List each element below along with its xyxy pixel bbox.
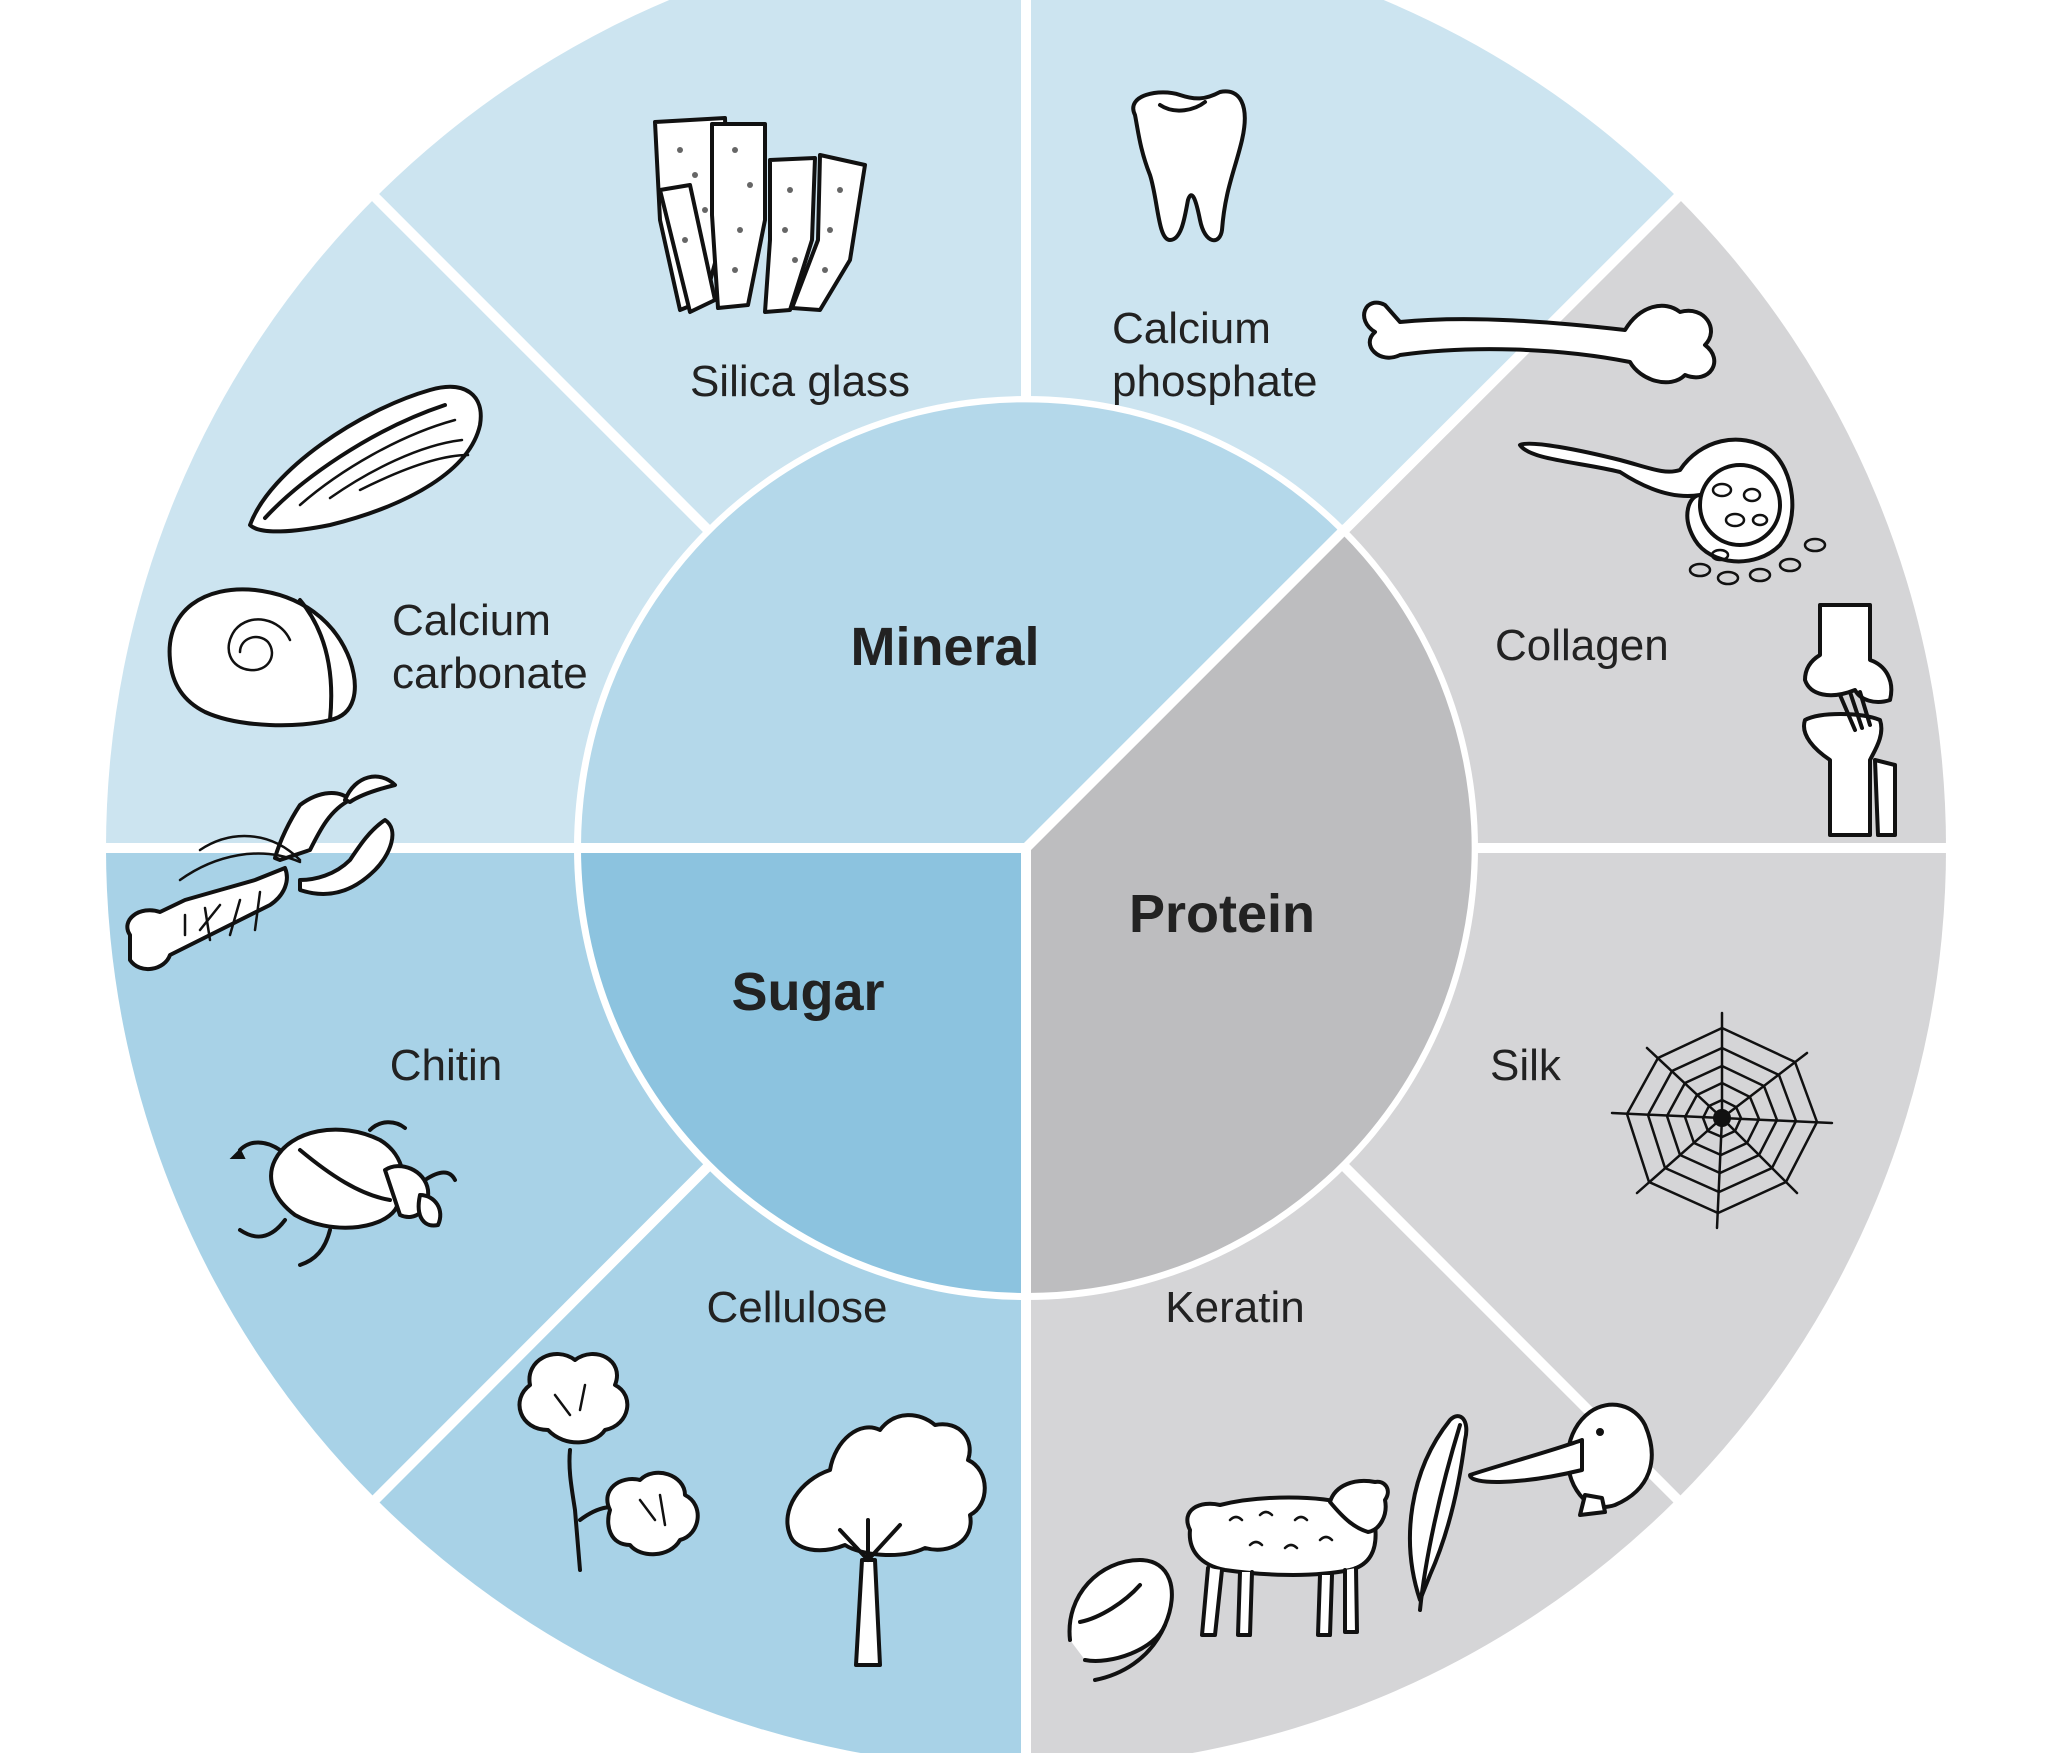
tendon-icon [1518, 437, 1827, 586]
feather-icon [1408, 1414, 1469, 1612]
label-calcium-phosphate-line1: Calcium [1112, 304, 1271, 353]
sponge-icon [653, 116, 867, 314]
inner-core [574, 396, 1478, 1300]
core-label-protein: Protein [1129, 884, 1315, 944]
core-label-sugar: Sugar [731, 962, 884, 1022]
fingertip-icon [1067, 1558, 1174, 1682]
mussel-icon [248, 384, 483, 534]
label-collagen: Collagen [1495, 621, 1669, 670]
tooth-icon [1131, 89, 1247, 243]
label-keratin: Keratin [1165, 1283, 1304, 1332]
tree-icon [785, 1413, 987, 1667]
label-calcium-carbonate-line2: carbonate [392, 649, 588, 698]
lobster-icon [125, 774, 397, 971]
beetle-icon [229, 1120, 457, 1267]
core-protein [1026, 533, 1472, 1294]
sheep-icon [1185, 1479, 1390, 1637]
core-mineral [580, 402, 1341, 848]
snail-shell-icon [167, 587, 357, 728]
label-silica-glass: Silica glass [690, 357, 910, 406]
label-silk: Silk [1490, 1041, 1562, 1090]
cotton-icon [517, 1352, 700, 1572]
core-sugar [581, 848, 1026, 1293]
label-calcium-carbonate-line1: Calcium [392, 596, 551, 645]
knee-icon [1802, 603, 1897, 837]
duck-icon [1468, 1402, 1654, 1517]
label-chitin: Chitin [390, 1041, 503, 1090]
core-label-mineral: Mineral [850, 617, 1039, 677]
label-calcium-phosphate-line2: phosphate [1112, 357, 1318, 406]
spider-web-icon [1610, 1011, 1834, 1230]
label-cellulose: Cellulose [707, 1283, 888, 1332]
bone-icon [1362, 300, 1717, 385]
